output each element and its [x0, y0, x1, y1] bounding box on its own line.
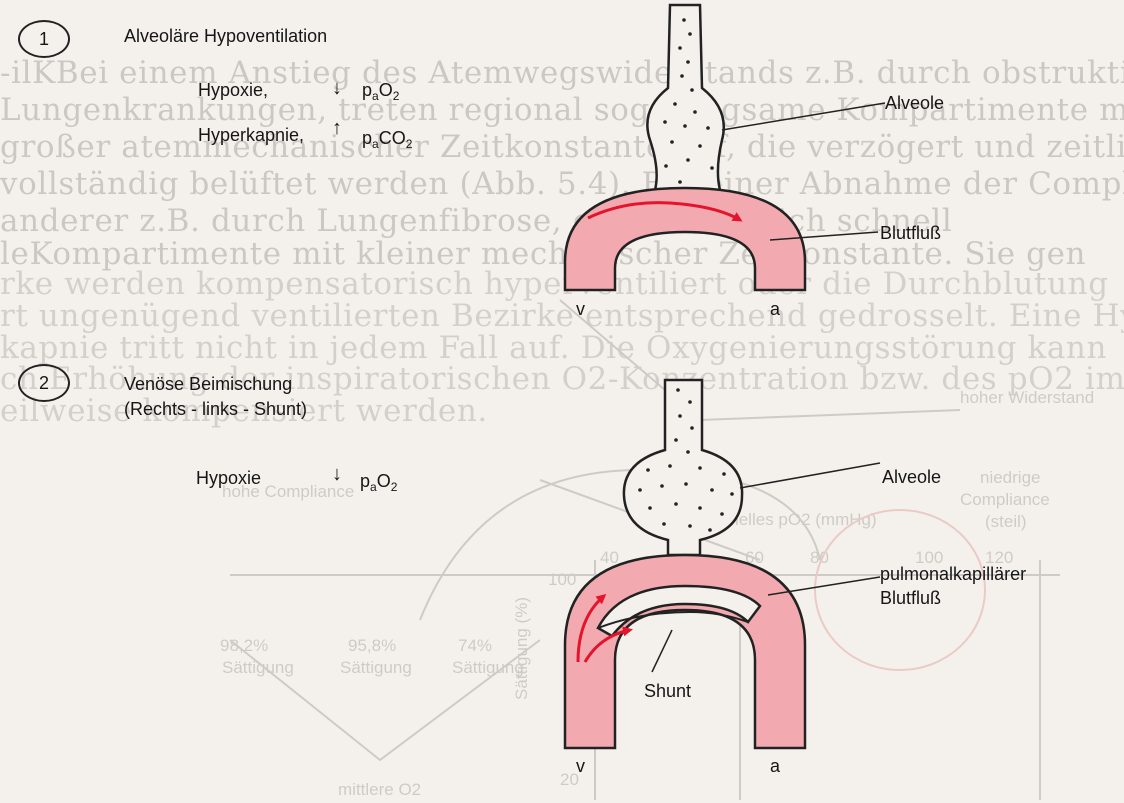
formula-base: p: [362, 80, 372, 100]
airway-duct-2: [624, 380, 742, 555]
pao2-formula-2: paO2: [360, 470, 397, 498]
hyperkapnie-label: Hyperkapnie,: [198, 124, 304, 146]
arrow-down-icon: ↓: [332, 464, 342, 484]
formula-sub2: 2: [393, 89, 400, 103]
formula-rest: O: [379, 80, 393, 100]
blutfluss-label-2-line2: Blutfluß: [880, 587, 941, 609]
vessel-arch-2: [565, 555, 805, 748]
formula-sub2: 2: [391, 480, 398, 494]
airway-duct-1: [647, 5, 723, 190]
venous-label-2: v: [576, 755, 585, 777]
venous-label-1: v: [576, 298, 585, 320]
formula-base: p: [362, 128, 372, 148]
leader-alveole-1: [722, 103, 885, 130]
alveole-label-2: Alveole: [882, 466, 941, 488]
hypoxie-label-2: Hypoxie: [196, 467, 261, 489]
blutfluss-label-1: Blutfluß: [880, 222, 941, 244]
formula-rest: CO: [379, 128, 406, 148]
arterial-label-2: a: [770, 755, 780, 777]
section-1-number: 1: [18, 20, 70, 58]
section-1-title: Alveoläre Hypoventilation: [124, 25, 327, 47]
formula-base: p: [360, 471, 370, 491]
formula-sub: a: [370, 480, 377, 494]
section-2-title-line2: (Rechts - links - Shunt): [124, 398, 307, 420]
formula-sub2: 2: [406, 137, 413, 151]
leader-alveole-2: [740, 463, 880, 488]
hypoxie-label-1: Hypoxie,: [198, 79, 268, 101]
blutfluss-label-2-line1: pulmonalkapillärer: [880, 563, 1026, 585]
formula-sub: a: [372, 89, 379, 103]
arrow-up-icon: ↑: [332, 118, 342, 138]
arterial-label-1: a: [770, 298, 780, 320]
pao2-formula-1: paO2: [362, 79, 399, 107]
section-2-title-line1: Venöse Beimischung: [124, 373, 292, 395]
shunt-label: Shunt: [644, 680, 691, 702]
paco2-formula: paCO2: [362, 127, 412, 155]
formula-sub: a: [372, 137, 379, 151]
leader-shunt: [652, 630, 672, 672]
formula-rest: O: [377, 471, 391, 491]
arrow-down-icon: ↓: [332, 78, 342, 98]
alveole-label-1: Alveole: [885, 92, 944, 114]
section-2-number: 2: [18, 364, 70, 402]
